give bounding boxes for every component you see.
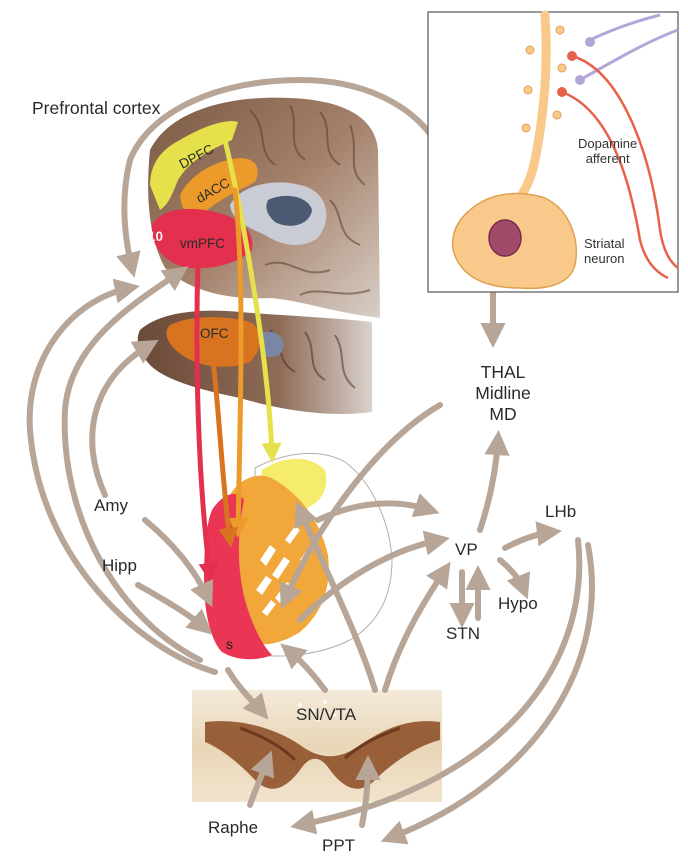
brain-ventral-view xyxy=(138,311,372,414)
neuron-inset xyxy=(428,12,678,292)
vmpfc-label: vmPFC xyxy=(180,236,225,251)
dopamine-afferent-label: Dopamine afferent xyxy=(578,136,637,166)
vp-label: VP xyxy=(455,540,478,560)
striatal-neuron-line: neuron xyxy=(584,251,624,266)
prefrontal-cortex-label: Prefrontal cortex xyxy=(32,98,160,119)
area-10-label: 10 xyxy=(148,229,163,244)
brain-medial-view xyxy=(148,98,380,318)
amy-label: Amy xyxy=(94,496,128,516)
dopamine-afferent-line: afferent xyxy=(578,151,637,166)
striatal-neuron-label: Striatal neuron xyxy=(584,236,624,266)
dopamine-afferent-line: Dopamine xyxy=(578,136,637,151)
striatum xyxy=(204,453,392,659)
s-label: s xyxy=(226,636,233,652)
thal-line: THAL xyxy=(458,362,548,383)
lhb-label: LHb xyxy=(545,502,576,522)
raphe-label: Raphe xyxy=(208,818,258,838)
ofc-label: OFC xyxy=(200,326,229,341)
hipp-label: Hipp xyxy=(102,556,137,576)
hypo-label: Hypo xyxy=(498,594,538,614)
thal-line: Midline xyxy=(458,383,548,404)
striatal-neuron-line: Striatal xyxy=(584,236,624,251)
ppt-label: PPT xyxy=(322,836,355,856)
thalamus-label: THAL Midline MD xyxy=(458,362,548,425)
stn-label: STN xyxy=(446,624,480,644)
thal-line: MD xyxy=(458,404,548,425)
sn-vta-label: SN/VTA xyxy=(296,705,356,725)
